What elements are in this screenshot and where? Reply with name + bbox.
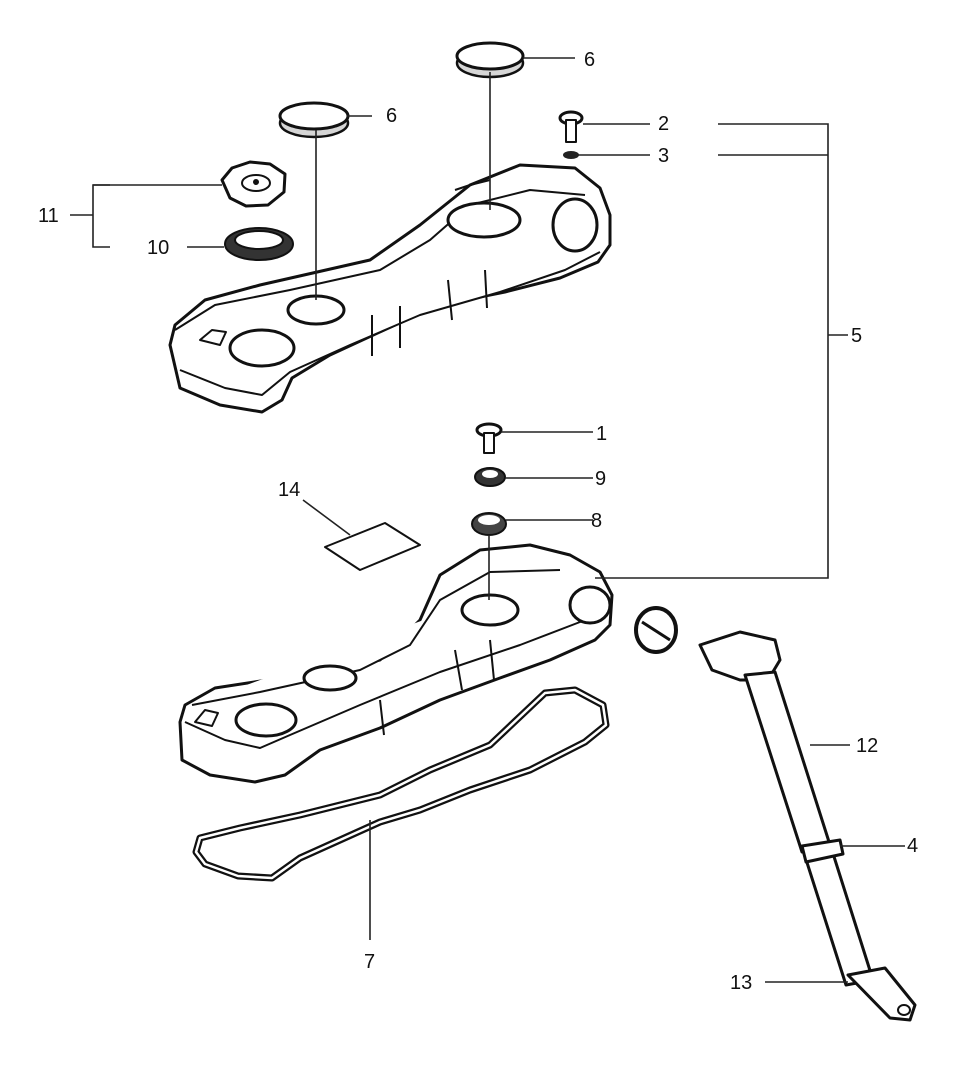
washer-upper xyxy=(563,151,579,159)
lower-valve-cover xyxy=(178,543,614,784)
breather-hose xyxy=(698,630,875,987)
label-part-12: 12 xyxy=(856,735,878,757)
label-part-2: 2 xyxy=(658,113,669,135)
label-sticker xyxy=(324,522,421,571)
cap-seal xyxy=(224,227,294,261)
label-part-3: 3 xyxy=(658,145,669,167)
label-part-4: 4 xyxy=(907,835,918,857)
leader-lines xyxy=(70,57,905,983)
hose-clamp-lower xyxy=(800,838,845,864)
label-part-5: 5 xyxy=(851,325,862,347)
label-part-6-upper: 6 xyxy=(584,49,595,71)
seal-lower xyxy=(474,467,506,487)
label-part-11: 11 xyxy=(38,205,59,227)
label-part-6-lower: 6 xyxy=(386,105,397,127)
bolt-lower xyxy=(475,422,503,454)
oil-filler-cap xyxy=(220,160,287,208)
plug-lower xyxy=(278,101,350,139)
label-part-13: 13 xyxy=(730,972,752,994)
plug-upper xyxy=(455,41,525,79)
upper-valve-cover xyxy=(168,163,612,414)
label-part-9: 9 xyxy=(595,468,606,490)
label-part-14: 14 xyxy=(278,479,300,501)
label-part-7: 7 xyxy=(364,951,375,973)
bolt-upper xyxy=(558,110,584,143)
label-part-10: 10 xyxy=(147,237,169,259)
grommet xyxy=(471,512,507,536)
label-part-1: 1 xyxy=(596,423,607,445)
valve-cover-gasket xyxy=(192,686,610,882)
breather-pipe-end xyxy=(846,966,917,1022)
hose-clamp xyxy=(634,606,678,654)
label-part-8: 8 xyxy=(591,510,602,532)
